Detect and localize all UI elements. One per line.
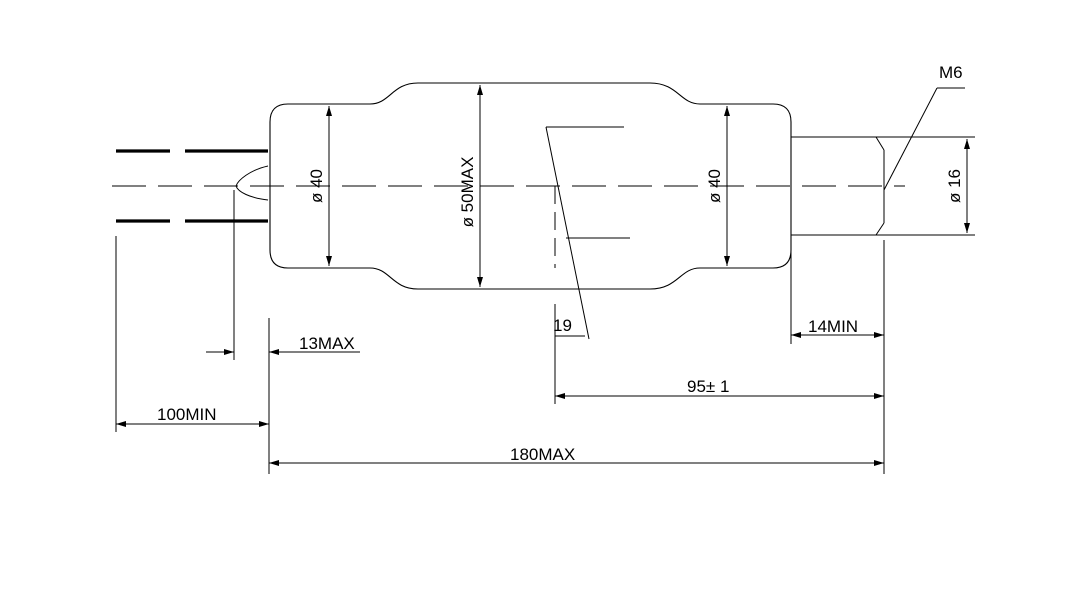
dia-left-label: ø 40 (307, 169, 326, 203)
angle-label: 19 (553, 316, 572, 335)
overall-label: 180MAX (510, 445, 575, 464)
internal-detail (545, 126, 630, 340)
capacitor-body (269, 82, 792, 290)
lead-max-label: 13MAX (299, 334, 355, 353)
thread-leader (883, 87, 938, 191)
lead-length-label: 100MIN (157, 405, 217, 424)
extension-lines (115, 236, 885, 474)
dia-right-label: ø 40 (705, 169, 724, 203)
lead-wires (116, 149, 268, 223)
thread-label: M6 (939, 63, 963, 82)
stud-min-label: 14MIN (808, 317, 858, 336)
dia-max-label: ø 50MAX (458, 157, 477, 228)
terminal-lug (235, 165, 269, 201)
pitch-label: 95± 1 (687, 377, 729, 396)
dia-stud-label: ø 16 (945, 169, 964, 203)
threaded-stud (791, 136, 975, 236)
